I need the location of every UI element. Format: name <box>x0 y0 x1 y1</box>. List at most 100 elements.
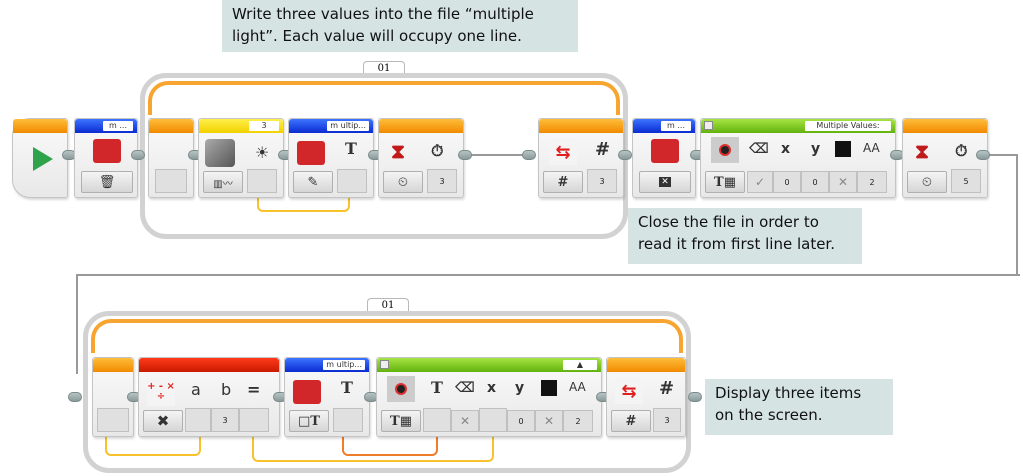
port-label[interactable]: 3 <box>249 121 279 131</box>
result-output[interactable] <box>239 408 269 432</box>
file-access-close-block[interactable]: m ... ✕ <box>632 118 696 198</box>
loop-name-tab[interactable]: 01 <box>363 61 405 75</box>
mode-selector-close[interactable]: ✕ <box>639 171 691 193</box>
mode-selector-multiply[interactable]: ✖ <box>143 410 183 432</box>
color-sensor-block[interactable]: 3 ☀ ▥〰 <box>198 118 284 198</box>
a-input[interactable] <box>185 408 211 432</box>
display-note: Display three items on the screen. <box>705 379 893 435</box>
file-folder-icon <box>293 380 321 404</box>
loop-container-2[interactable] <box>83 311 691 473</box>
data-wire <box>105 432 201 456</box>
seconds-input[interactable]: 3 <box>427 169 457 193</box>
count-input[interactable]: 3 <box>587 169 617 193</box>
x-input[interactable]: 0 <box>773 171 801 193</box>
mode-selector-text-grid[interactable]: T▦ <box>705 171 745 193</box>
connector-plug <box>688 392 702 402</box>
hourglass-icon: ⧗ <box>915 139 930 163</box>
text-input-icon: T <box>345 139 357 158</box>
count-input[interactable]: 3 <box>653 408 681 432</box>
b-label: b <box>221 380 232 399</box>
color-input[interactable]: ✕ <box>829 171 857 193</box>
loop-start-block[interactable] <box>148 118 194 198</box>
font-label: AA <box>863 141 880 155</box>
loop-arrows-icon: ⇆ <box>549 139 577 165</box>
file-folder-icon <box>651 139 679 163</box>
file-access-write-block[interactable]: m ultip... T ✎ <box>288 118 374 198</box>
filename-label[interactable]: m ... <box>103 121 133 131</box>
close-note: Close the file in order to read it from … <box>628 208 862 264</box>
loop-arrows-icon: ⇆ <box>615 378 643 404</box>
mode-selector-trash[interactable]: 🗑 <box>81 171 133 193</box>
write-note: Write three values into the file “multip… <box>222 0 578 52</box>
stopwatch-icon: ⏱ <box>431 141 444 160</box>
file-folder-icon <box>93 139 121 163</box>
y-input[interactable]: 0 <box>507 410 535 432</box>
text-output[interactable] <box>333 408 363 432</box>
display-file-label[interactable]: ▲ <box>563 360 597 370</box>
eraser-icon: ⌫ <box>455 380 475 396</box>
file-access-read-block[interactable]: m ultip... T □T <box>284 357 370 437</box>
display-icon <box>387 376 415 402</box>
sequence-wire-down <box>985 154 1018 276</box>
mode-selector-light[interactable]: ▥〰 <box>203 171 243 193</box>
equals-label: = <box>247 380 261 399</box>
font-input[interactable]: 2 <box>563 410 593 432</box>
loop-end-block[interactable]: ⇆ # # 3 <box>538 118 624 198</box>
hash-icon: # <box>595 139 611 160</box>
y-input[interactable]: 0 <box>801 171 829 193</box>
filename-label[interactable]: m ultip... <box>327 121 369 131</box>
loop-index-output[interactable] <box>155 169 187 193</box>
display-text-block[interactable]: Multiple Values: ⌫ x y AA T▦ ✓ 0 0 ✕ 2 <box>700 118 896 198</box>
text-input[interactable] <box>423 408 451 432</box>
play-icon <box>33 147 53 171</box>
wait-time-block-2[interactable]: ⧗ ⏱ ⏲ 5 <box>902 118 988 198</box>
data-wire <box>252 432 494 462</box>
clear-input[interactable]: ✓ <box>747 171 773 193</box>
stopwatch-icon: ⏱ <box>955 141 968 160</box>
display-title-label[interactable]: Multiple Values: <box>805 121 891 131</box>
connector-plug <box>458 150 472 160</box>
seconds-input[interactable]: 5 <box>951 169 981 193</box>
x-input[interactable] <box>479 408 507 432</box>
display-text-block[interactable]: ▲ T ⌫ x y AA T▦ ✕ 0 ✕ 2 <box>376 357 602 437</box>
display-icon <box>711 137 739 163</box>
hourglass-icon: ⧗ <box>391 139 406 163</box>
clear-input[interactable]: ✕ <box>451 410 479 432</box>
mode-selector-read[interactable]: □T <box>289 410 329 432</box>
mode-selector-time[interactable]: ⏲ <box>383 171 423 193</box>
color-input[interactable]: ✕ <box>535 410 563 432</box>
x-label: x <box>781 141 791 157</box>
mode-selector-time[interactable]: ⏲ <box>907 171 947 193</box>
hash-icon: # <box>659 378 675 399</box>
font-label: AA <box>569 380 586 394</box>
connector-plug <box>522 150 536 160</box>
file-access-delete-block[interactable]: m ... 🗑 <box>74 118 138 198</box>
b-input[interactable]: 3 <box>211 408 239 432</box>
light-output[interactable] <box>247 169 277 193</box>
text-input[interactable] <box>337 169 367 193</box>
loop-index-output[interactable] <box>97 408 129 432</box>
loop-end-block[interactable]: ⇆ # # 3 <box>606 357 686 437</box>
file-folder-icon <box>297 141 325 165</box>
start-block[interactable] <box>12 118 68 198</box>
sun-icon: ☀ <box>255 143 270 162</box>
connector-plug <box>976 150 990 160</box>
math-block[interactable]: + - × ÷ a b = ✖ 3 <box>138 357 280 437</box>
mode-selector-write[interactable]: ✎ <box>293 171 333 193</box>
wait-time-block[interactable]: ⧗ ⏱ ⏲ 3 <box>378 118 464 198</box>
x-label: x <box>487 380 497 396</box>
math-ops-icon: + - × ÷ <box>147 378 175 406</box>
filename-label[interactable]: m ... <box>661 121 691 131</box>
mode-selector-text-grid[interactable]: T▦ <box>381 410 421 432</box>
connector-plug <box>131 150 145 160</box>
y-label: y <box>811 141 821 157</box>
data-wire-text <box>342 432 438 456</box>
mode-selector-count[interactable]: # <box>611 410 651 432</box>
sequence-wire-across <box>76 274 1020 374</box>
filename-label[interactable]: m ultip... <box>323 360 365 370</box>
color-sensor-icon <box>205 139 235 167</box>
font-input[interactable]: 2 <box>857 171 887 193</box>
loop-name-tab[interactable]: 01 <box>367 298 409 312</box>
mode-selector-count[interactable]: # <box>543 171 583 193</box>
connector-plug <box>68 392 82 402</box>
